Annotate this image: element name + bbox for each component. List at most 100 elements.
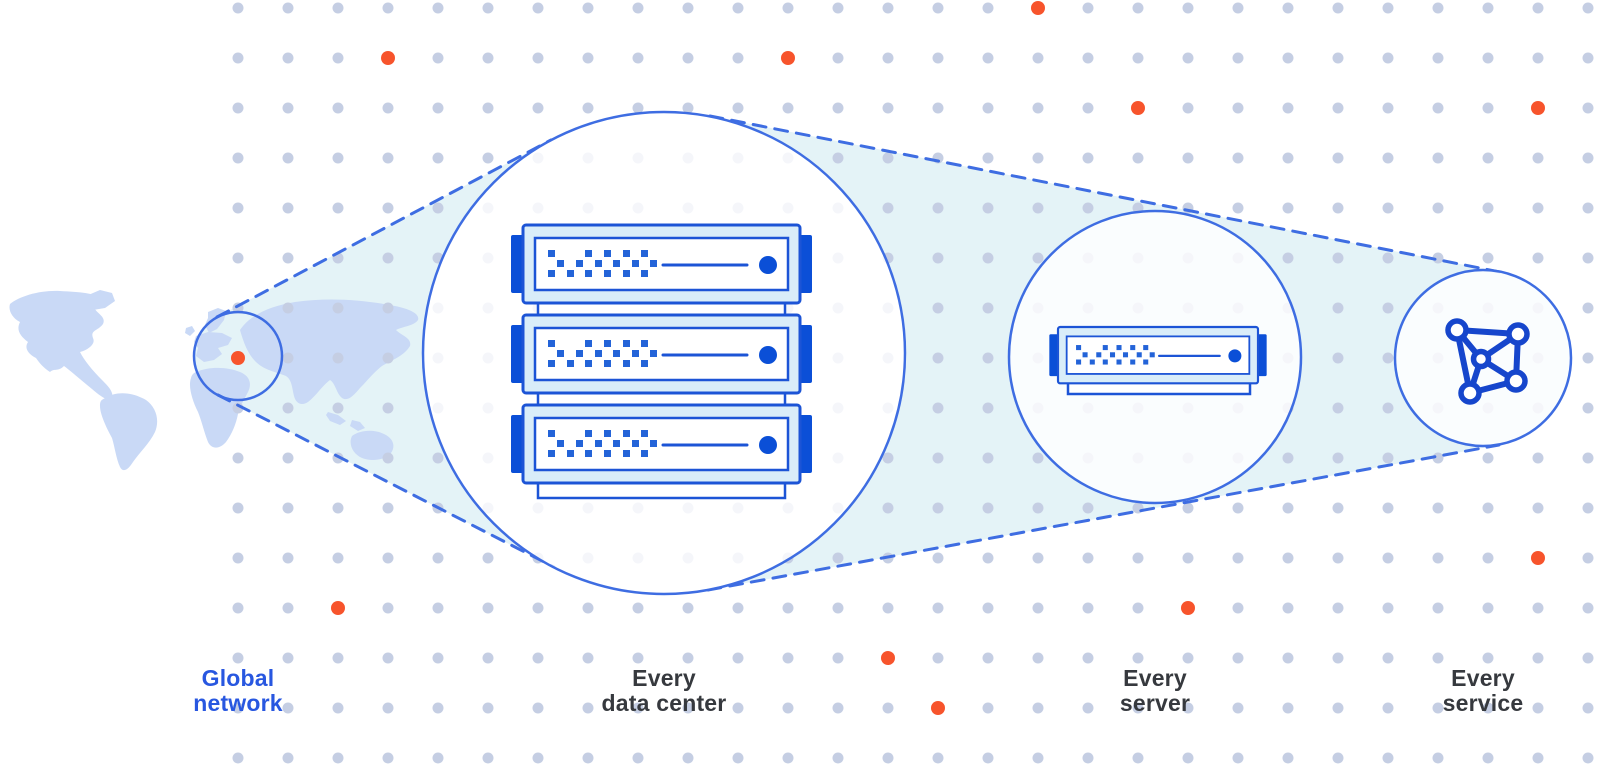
grid-dot [782,2,794,14]
grid-dot [1082,502,1094,514]
grid-dot [1382,102,1394,114]
grid-dot [682,52,694,64]
grid-dot [982,452,994,464]
grid-dot [782,752,794,764]
grid-dot [382,452,394,464]
grid-dot [1132,652,1144,664]
grid-dot [732,102,744,114]
grid-dot [1232,52,1244,64]
grid-dot [1032,202,1044,214]
grid-dot [532,752,544,764]
grid-dot [232,102,244,114]
grid-dot [982,102,994,114]
grid-dot [432,2,444,14]
grid-dot [282,652,294,664]
grid-dot [1382,202,1394,214]
grid-dot [1032,252,1044,264]
grid-dot [1282,602,1294,614]
grid-dot [882,452,894,464]
label-every-service: Every service [1353,666,1613,716]
grid-dot [1332,702,1344,714]
grid-dot [782,652,794,664]
grid-dot [332,402,344,414]
grid-dot [482,702,494,714]
grid-dot [882,702,894,714]
grid-dot [432,102,444,114]
grid-dot [432,602,444,614]
grid-dot [882,502,894,514]
grid-dot [1082,52,1094,64]
grid-dot [1082,202,1094,214]
grid-dot [982,302,994,314]
label-line: server [1119,690,1191,716]
grid-dot [1532,202,1544,214]
grid-dot [1532,652,1544,664]
grid-dot [1582,752,1594,764]
grid-dot [782,602,794,614]
grid-dot [1032,602,1044,614]
grid-dot [732,602,744,614]
grid-dot [1582,252,1594,264]
grid-dot [932,2,944,14]
grid-dot [282,102,294,114]
grid-dot [282,202,294,214]
grid-dot [882,602,894,614]
grid-dot [332,502,344,514]
grid-dot [382,752,394,764]
grid-dot [332,352,344,364]
grid-dot [1582,552,1594,564]
grid-dot [532,52,544,64]
grid-dot [1282,152,1294,164]
grid-dot [1432,2,1444,14]
grid-dot [482,152,494,164]
grid-dot [432,202,444,214]
grid-dot [1532,52,1544,64]
grid-dot [782,702,794,714]
grid-dot [282,2,294,14]
grid-dot [282,702,294,714]
grid-dot [1182,2,1194,14]
grid-dot [382,102,394,114]
grid-dot [482,652,494,664]
grid-dot [382,202,394,214]
grid-dot [382,152,394,164]
grid-dot [1282,552,1294,564]
grid-dot [1432,152,1444,164]
grid-dot [1132,2,1144,14]
grid-dot [932,452,944,464]
grid-dot [582,602,594,614]
grid-dot [932,352,944,364]
grid-dot [282,752,294,764]
label-line: data center [601,690,727,716]
grid-dot [932,102,944,114]
grid-dot [532,702,544,714]
grid-dot [532,102,544,114]
grid-dot [832,602,844,614]
grid-dot [1532,252,1544,264]
grid-dot [282,302,294,314]
grid-dot [1082,102,1094,114]
grid-dot [1582,452,1594,464]
grid-dot [1432,252,1444,264]
grid-dot [1232,202,1244,214]
label-line: Every [1123,665,1187,691]
grid-dot [982,602,994,614]
grid-dot [1382,602,1394,614]
grid-dot [282,252,294,264]
grid-dot [882,102,894,114]
grid-dot [1232,702,1244,714]
grid-dot [582,752,594,764]
grid-dot-orange [1131,101,1145,115]
grid-dot [1582,502,1594,514]
grid-dot [232,752,244,764]
grid-dot [732,702,744,714]
grid-dot [1482,252,1494,264]
grid-dot [1382,652,1394,664]
grid-dot [1332,502,1344,514]
grid-dot [1032,652,1044,664]
grid-dot [1482,452,1494,464]
grid-dot [1182,552,1194,564]
grid-dot [982,402,994,414]
grid-dot [332,2,344,14]
grid-dot [932,652,944,664]
